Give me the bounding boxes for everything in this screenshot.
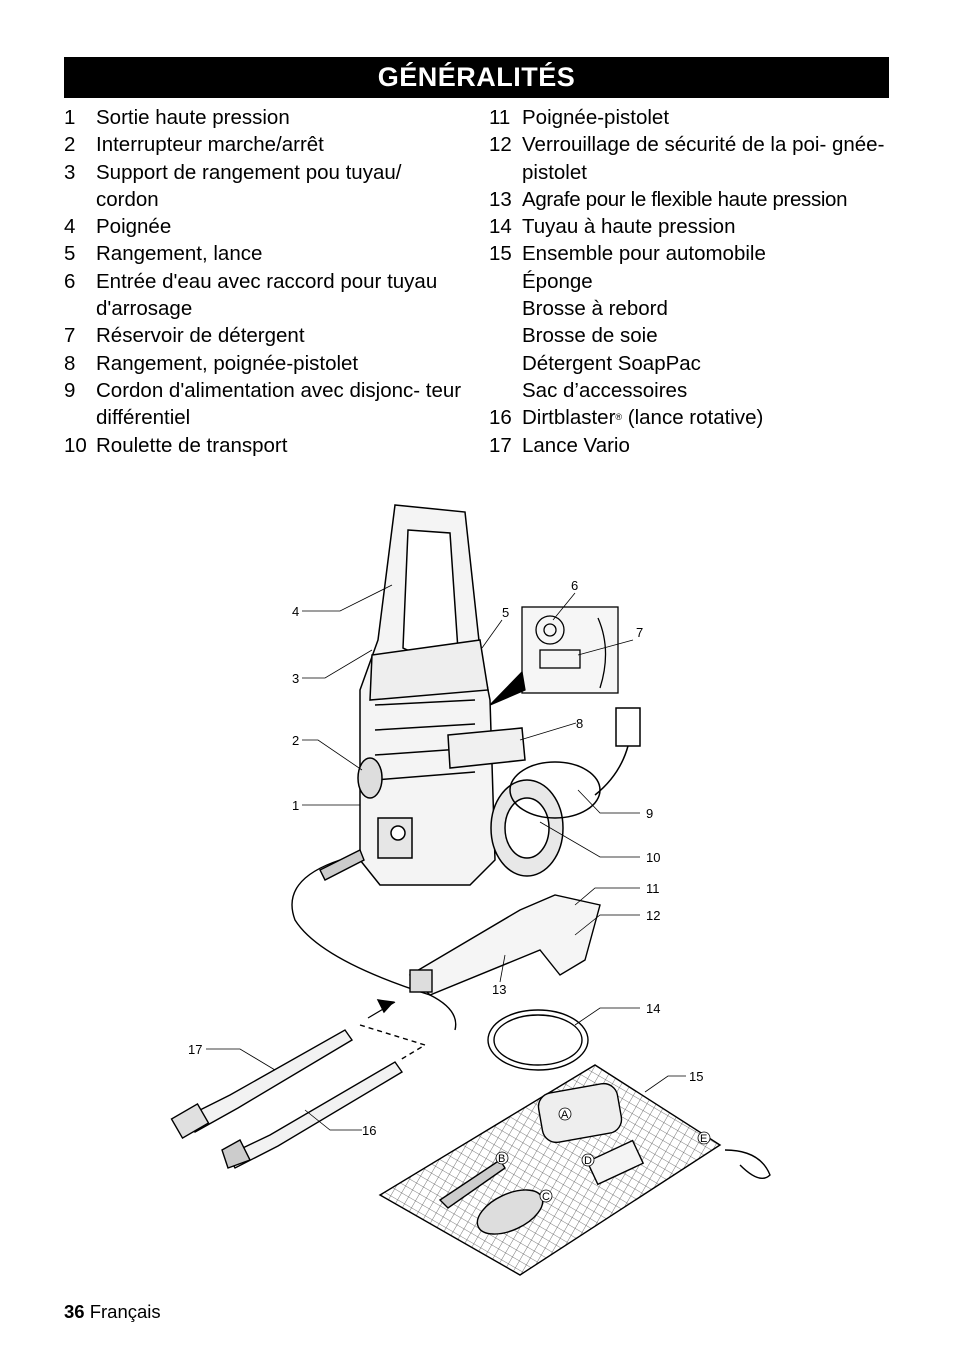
item-number: 14 <box>489 215 512 239</box>
page-number: 36 <box>64 1301 85 1322</box>
kit-item-soappac: Détergent SoapPac <box>522 351 701 375</box>
list-item: 3 Support de rangement pou tuyau/ cordon <box>64 159 464 214</box>
item-text: Entrée d'eau avec raccord pour tuyau d'a… <box>96 269 438 321</box>
callout-9: 9 <box>646 806 653 821</box>
dirtblaster-suffix: (lance rotative) <box>622 406 764 430</box>
callout-8: 8 <box>576 716 583 731</box>
item-text: Sortie haute pression <box>96 106 290 129</box>
callout-7: 7 <box>636 625 643 640</box>
callout-2: 2 <box>292 733 299 748</box>
item-number: 12 <box>489 133 512 157</box>
item-text: Agrafe pour le flexible haute pression <box>522 187 848 211</box>
list-item: 11 Poignée-pistolet <box>489 104 909 131</box>
item-text: Rangement, poignée-pistolet <box>96 351 359 375</box>
callout-13: 13 <box>492 982 506 997</box>
page-footer: 36 Français <box>64 1301 161 1323</box>
item-text: Cordon d'alimentation avec disjonc- teur… <box>96 378 462 430</box>
list-item: 1 Sortie haute pression <box>64 104 464 131</box>
kit-letter-e: E <box>700 1133 707 1145</box>
callout-1: 1 <box>292 798 299 813</box>
item-text: Rangement, lance <box>96 242 263 266</box>
page-title: GÉNÉRALITÉS <box>64 57 889 98</box>
kit-letter-b: B <box>498 1153 505 1165</box>
list-item: 16 Dirtblaster® (lance rotative) <box>489 404 909 431</box>
callout-17: 17 <box>188 1042 202 1057</box>
callout-11: 11 <box>646 881 660 896</box>
callout-6: 6 <box>571 578 578 593</box>
list-item: 14 Tuyau à haute pression <box>489 213 909 240</box>
list-item: 4 Poignée <box>64 213 464 240</box>
item-number: 2 <box>64 133 76 157</box>
list-item: 6 Entrée d'eau avec raccord pour tuyau d'… <box>64 268 464 323</box>
item-number: 16 <box>489 406 512 430</box>
list-item: 12 Verrouillage de sécurité de la poi- gn… <box>489 131 909 186</box>
callout-3: 3 <box>292 671 299 686</box>
footer-language: Français <box>89 1301 161 1322</box>
list-item: 5 Rangement, lance <box>64 240 464 267</box>
list-item: 7 Réservoir de détergent <box>64 322 464 349</box>
item-number: 15 <box>489 242 512 266</box>
item-text: Roulette de transport <box>96 433 288 457</box>
item-text: Lance Vario <box>522 433 630 457</box>
item-text: Poignée-pistolet <box>522 106 670 129</box>
kit-item-sponge: Éponge <box>522 269 593 293</box>
kit-item-rim-brush: Brosse à rebord <box>522 297 668 321</box>
kit-item-accessory-bag: Sac d’accessoires <box>522 378 688 402</box>
item-number: 7 <box>64 324 76 348</box>
list-item: 8 Rangement, poignée-pistolet <box>64 350 464 377</box>
callout-leaders <box>206 584 686 1131</box>
item-text: Interrupteur marche/arrêt <box>96 133 324 157</box>
kit-item-bristle-brush: Brosse de soie <box>522 324 658 348</box>
kit-letter-c: C <box>542 1191 550 1203</box>
item-text: Dirtblaster® (lance rotative) <box>522 404 909 431</box>
list-item: 10 Roulette de transport <box>64 432 464 459</box>
item-number: 17 <box>489 433 512 457</box>
dirtblaster-label: Dirtblaster <box>522 406 616 430</box>
item-number: 13 <box>489 187 512 211</box>
pressure-washer-diagram: 4 3 2 1 5 6 7 8 9 10 11 12 13 14 15 16 1… <box>170 504 771 1276</box>
list-item: 9 Cordon d'alimentation avec disjonc- teu… <box>64 377 464 432</box>
machine-illustration <box>357 504 641 886</box>
item-text: Poignée <box>96 215 172 239</box>
item-number: 4 <box>64 215 76 239</box>
accessories-illustration <box>170 849 601 1169</box>
item-text: Réservoir de détergent <box>96 324 305 348</box>
item-number: 9 <box>64 378 76 402</box>
list-item: 2 Interrupteur marche/arrêt <box>64 131 464 158</box>
item-number: 1 <box>64 106 76 129</box>
item-text: Ensemble pour automobile <box>522 242 766 266</box>
list-item: 13 Agrafe pour le flexible haute pression <box>489 186 909 213</box>
callout-15: 15 <box>689 1069 703 1084</box>
kit-letter-d: D <box>584 1155 592 1167</box>
item-number: 8 <box>64 351 76 375</box>
kit-letter-a: A <box>561 1109 569 1121</box>
parts-list-right: 11 Poignée-pistolet 12 Verrouillage de séc… <box>489 104 909 459</box>
callout-5: 5 <box>502 605 509 620</box>
item-number: 6 <box>64 269 76 293</box>
item-text: Support de rangement pou tuyau/ cordon <box>96 160 402 211</box>
car-kit-illustration <box>378 1064 771 1276</box>
item-number: 11 <box>489 106 511 129</box>
item-number: 10 <box>64 433 87 457</box>
callout-10: 10 <box>646 850 660 865</box>
item-text: Tuyau à haute pression <box>522 215 736 239</box>
parts-list-left: 1 Sortie haute pression 2 Interrupteur mar… <box>64 104 464 459</box>
inset-detail <box>489 606 619 706</box>
item-number: 3 <box>64 160 76 184</box>
list-item: 17 Lance Vario <box>489 432 909 459</box>
list-item: 15 Ensemble pour automobile <box>489 240 909 267</box>
registered-mark: ® <box>615 412 623 423</box>
item-number: 5 <box>64 242 76 266</box>
callout-12: 12 <box>646 908 660 923</box>
callout-4: 4 <box>292 604 299 619</box>
callout-14: 14 <box>646 1001 660 1016</box>
callout-labels: 4 3 2 1 5 6 7 8 9 10 11 12 13 14 15 16 1… <box>188 578 707 1203</box>
item-text: Verrouillage de sécurité de la poi- gnée… <box>522 133 885 184</box>
callout-16: 16 <box>362 1123 376 1138</box>
